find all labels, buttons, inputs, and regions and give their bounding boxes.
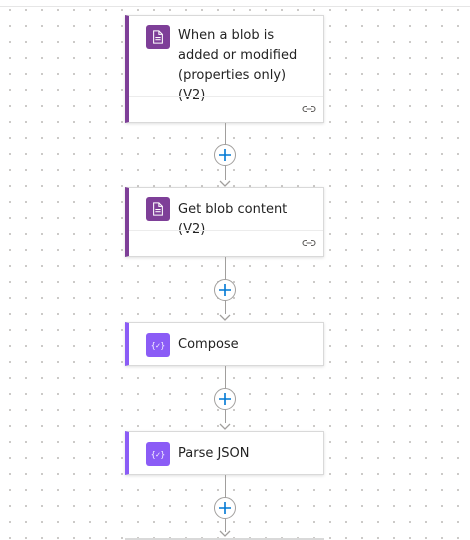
flow-step-trigger[interactable]: When a blob is added or modified (proper… [125, 15, 324, 123]
data-operation-icon: {✓} [146, 333, 170, 357]
plus-icon [219, 149, 231, 161]
step-footer [129, 230, 323, 256]
flow-step-parse-json[interactable]: {✓} Parse JSON [125, 431, 324, 475]
data-operation-icon: {✓} [146, 442, 170, 466]
blob-storage-icon [146, 25, 170, 49]
flow-step-compose[interactable]: {✓} Compose [125, 322, 324, 366]
connection-link-icon[interactable] [302, 238, 316, 248]
connector-arrow-icon [219, 530, 231, 537]
svg-text:{✓}: {✓} [151, 450, 165, 459]
step-footer [129, 96, 323, 122]
next-step-card-edge [125, 538, 324, 540]
step-title: When a blob is added or modified (proper… [178, 28, 298, 103]
connection-link-icon[interactable] [302, 104, 316, 114]
connector-arrow-icon [219, 180, 231, 187]
connector-arrow-icon [219, 423, 231, 430]
blob-storage-icon [146, 197, 170, 221]
plus-icon [219, 284, 231, 296]
plus-icon [219, 502, 231, 514]
insert-step-button[interactable] [214, 388, 236, 410]
flow-step-get-blob-content[interactable]: Get blob content (V2) [125, 187, 324, 257]
insert-step-button[interactable] [214, 279, 236, 301]
svg-text:{✓}: {✓} [151, 341, 165, 350]
insert-step-button[interactable] [214, 497, 236, 519]
step-title: Get blob content (V2) [178, 202, 288, 237]
plus-icon [219, 393, 231, 405]
step-title: Parse JSON [178, 446, 250, 461]
connector-arrow-icon [219, 314, 231, 321]
step-title: Compose [178, 337, 239, 352]
insert-step-button[interactable] [214, 144, 236, 166]
canvas-top-border [0, 6, 470, 7]
